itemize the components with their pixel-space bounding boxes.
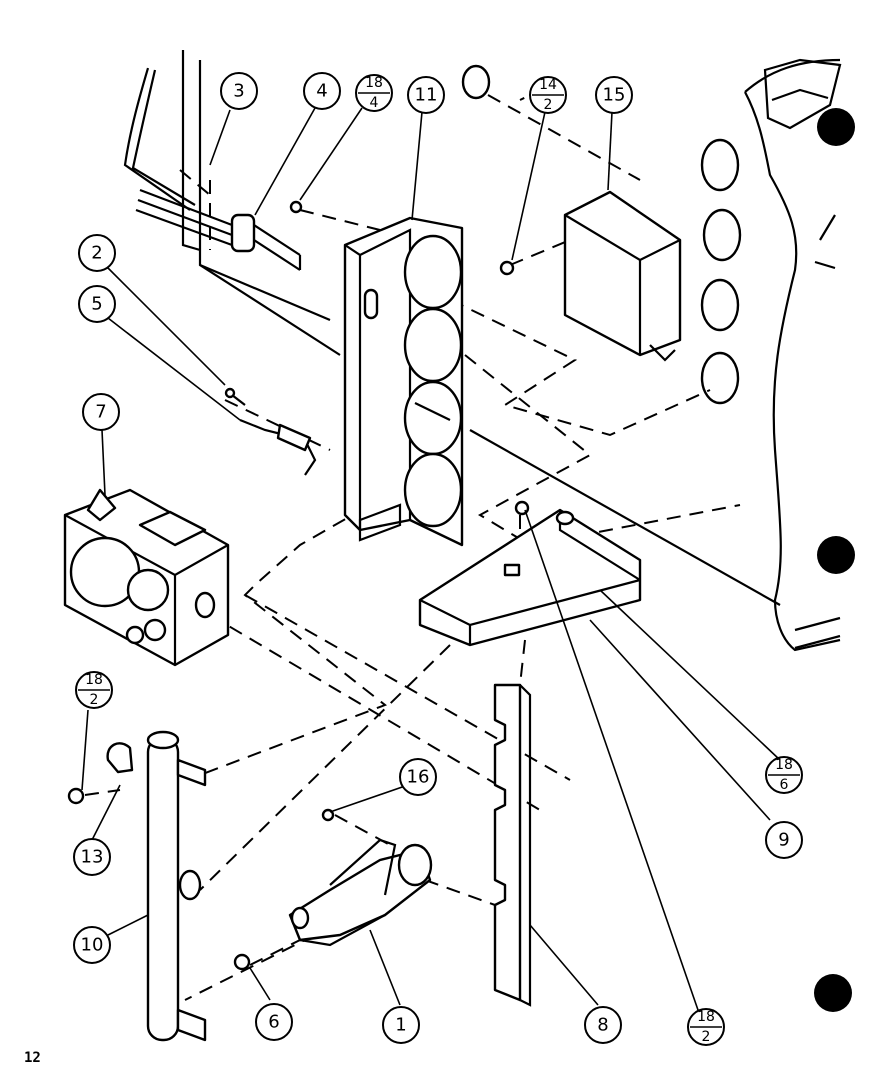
part-10-pipe: [146, 730, 207, 1042]
svg-text:5: 5: [91, 294, 102, 315]
callout-18-2-bottom: 18 2: [687, 1008, 725, 1046]
part-7-gas-valve: [63, 488, 230, 667]
svg-text:18: 18: [697, 1009, 715, 1025]
svg-text:6: 6: [268, 1012, 279, 1033]
part-1-burner: [288, 838, 433, 947]
part-4-sensor: [135, 188, 302, 271]
svg-text:9: 9: [778, 830, 789, 851]
svg-text:4: 4: [316, 81, 327, 102]
svg-text:2: 2: [544, 97, 553, 113]
furnace-housing: [461, 58, 855, 1012]
part-8-rail: [493, 683, 532, 1007]
svg-text:2: 2: [91, 243, 102, 264]
mounting-plate-outline: [123, 50, 781, 606]
callout-16: 16: [399, 758, 437, 796]
svg-text:18: 18: [365, 75, 383, 91]
svg-text:16: 16: [407, 767, 430, 788]
svg-text:2: 2: [90, 692, 99, 708]
callout-18-2-left: 18 2: [75, 671, 113, 709]
callout-15: 15: [595, 76, 633, 114]
svg-text:7: 7: [95, 402, 106, 423]
callout-18-4: 18 4: [355, 74, 393, 112]
svg-text:18: 18: [85, 672, 103, 688]
svg-text:10: 10: [81, 935, 104, 956]
callout-9: 9: [765, 821, 803, 859]
callout-1: 1: [382, 1006, 420, 1044]
part-9-shelf: [418, 508, 642, 647]
svg-text:13: 13: [81, 847, 104, 868]
callout-18-6: 18 6: [765, 756, 803, 794]
page-number: 12: [24, 1050, 41, 1066]
svg-text:8: 8: [597, 1015, 608, 1036]
svg-text:6: 6: [780, 777, 789, 793]
part-5-igniter: [224, 387, 317, 476]
svg-text:2: 2: [702, 1029, 711, 1045]
callout-6: 6: [255, 1003, 293, 1041]
svg-text:4: 4: [370, 95, 379, 111]
callout-7: 7: [82, 393, 120, 431]
callout-11: 11: [407, 76, 445, 114]
callout-13: 13: [73, 838, 111, 876]
callout-4: 4: [303, 72, 341, 110]
svg-text:11: 11: [415, 85, 438, 106]
part-13-clip: [106, 742, 134, 774]
part-11-bracket: [343, 216, 464, 547]
svg-text:3: 3: [233, 81, 244, 102]
callout-14-2: 14 2: [529, 76, 567, 114]
svg-text:14: 14: [539, 77, 557, 93]
callout-2: 2: [78, 234, 116, 272]
callout-8: 8: [584, 1006, 622, 1044]
svg-text:15: 15: [603, 85, 626, 106]
callout-10: 10: [73, 926, 111, 964]
svg-text:18: 18: [775, 757, 793, 773]
part-15-box: [563, 190, 682, 362]
svg-text:1: 1: [395, 1015, 406, 1036]
leader-lines: [81, 107, 781, 1011]
callout-5: 5: [78, 285, 116, 323]
callout-3: 3: [220, 72, 258, 110]
